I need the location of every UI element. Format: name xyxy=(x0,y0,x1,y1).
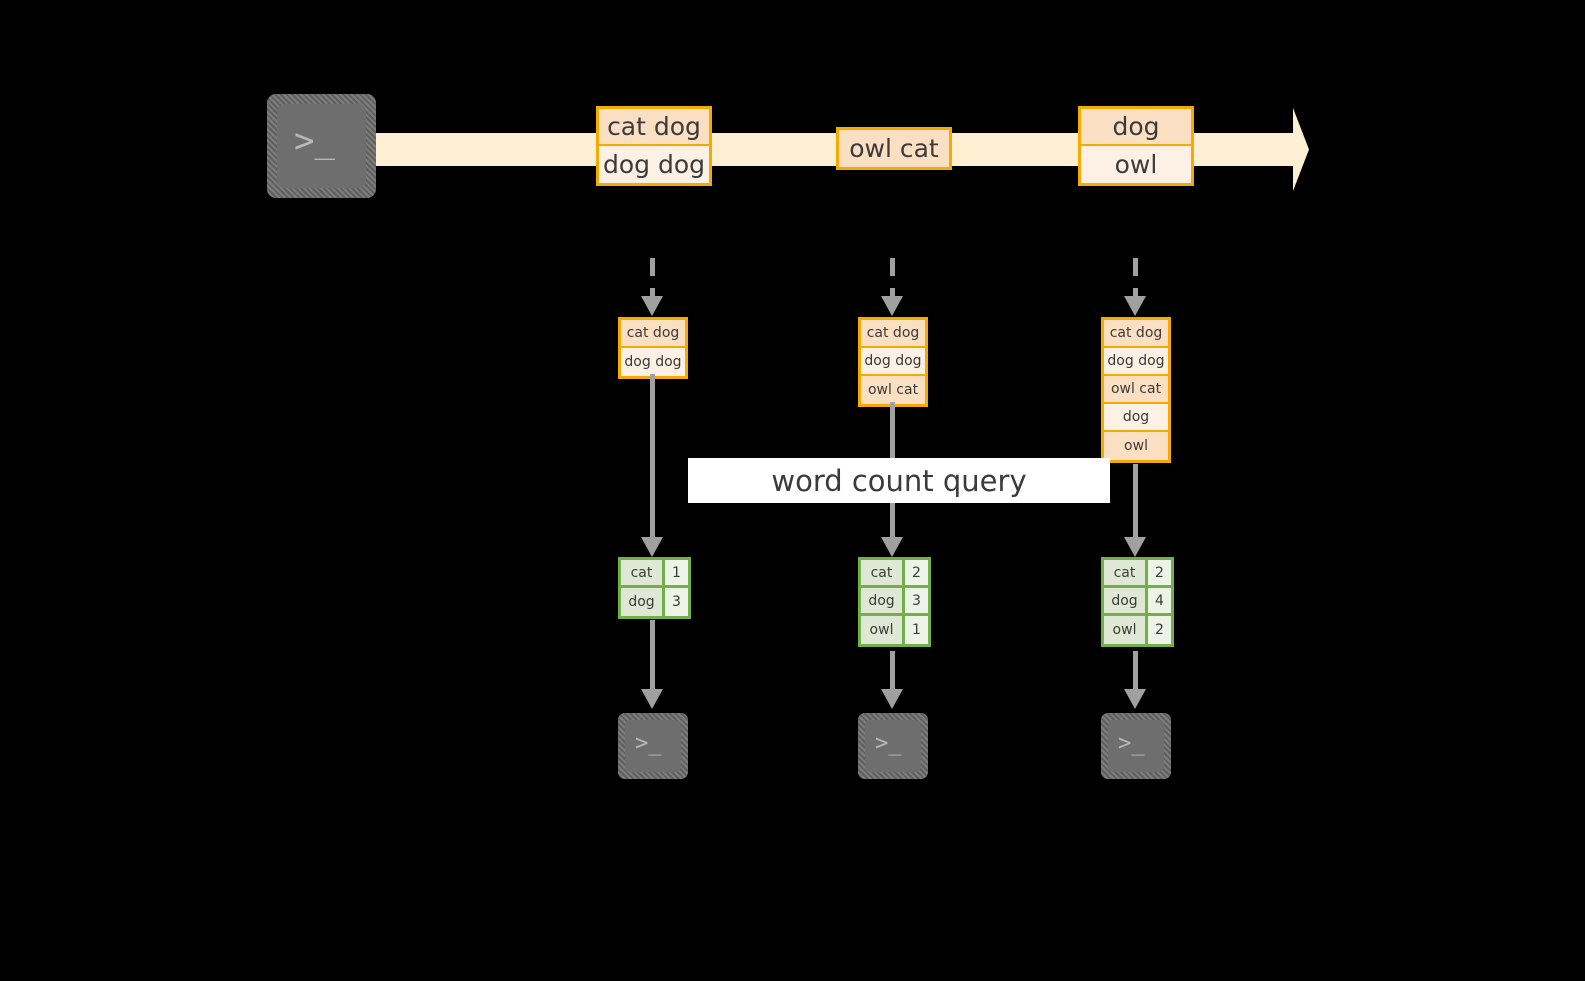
result-word: owl xyxy=(861,616,905,644)
table-row: dog 3 xyxy=(861,588,928,616)
result-word: dog xyxy=(861,588,905,613)
terminal-screen xyxy=(625,720,681,772)
result-to-sink-line xyxy=(1133,651,1138,693)
query-arrow-line xyxy=(1133,464,1138,541)
result-word: dog xyxy=(621,588,665,616)
table-row: owl xyxy=(1104,432,1168,460)
result-word: dog xyxy=(1104,588,1148,613)
result-to-sink-line xyxy=(890,651,895,693)
result-count: 3 xyxy=(905,588,928,613)
sink-terminal-icon-2: >_ xyxy=(858,713,928,779)
terminal-screen xyxy=(865,720,921,772)
sink-terminal-icon-3: >_ xyxy=(1101,713,1171,779)
table-row: dog dog xyxy=(1104,348,1168,376)
terminal-prompt-label: >_ xyxy=(875,731,902,756)
table-row: dog 3 xyxy=(621,588,688,616)
terminal-prompt-label: >_ xyxy=(294,121,335,161)
table-row: owl 2 xyxy=(1104,616,1171,644)
snapshot-3-input-table: cat dog dog dog owl cat dog owl xyxy=(1101,317,1171,463)
arrowhead-icon xyxy=(881,537,903,557)
stream-record: owl cat xyxy=(839,130,949,167)
table-row: cat 2 xyxy=(861,560,928,588)
table-row: dog dog xyxy=(621,348,685,376)
snapshot-3-result-table: cat 2 dog 4 owl 2 xyxy=(1101,557,1174,647)
stream-batch-2: owl cat xyxy=(836,127,952,170)
snapshot-1-result-table: cat 1 dog 3 xyxy=(618,557,691,619)
arrowhead-icon xyxy=(641,296,663,316)
table-row: owl cat xyxy=(1104,376,1168,404)
result-to-sink-line xyxy=(650,620,655,693)
snapshot-2-result-table: cat 2 dog 3 owl 1 xyxy=(858,557,931,647)
table-row: dog 4 xyxy=(1104,588,1171,616)
terminal-screen xyxy=(277,104,366,188)
source-terminal-icon: >_ xyxy=(267,94,376,198)
query-label: word count query xyxy=(688,458,1110,503)
result-count: 2 xyxy=(1148,616,1171,644)
result-word: cat xyxy=(621,560,665,585)
stream-record: cat dog xyxy=(599,109,709,146)
stream-to-snapshot-dashed-line xyxy=(890,258,895,300)
stream-record: owl xyxy=(1081,146,1191,183)
snapshot-2-input-table: cat dog dog dog owl cat xyxy=(858,317,928,407)
table-row: dog xyxy=(1104,404,1168,432)
stream-batch-3: dog owl xyxy=(1078,106,1194,186)
result-word: cat xyxy=(1104,560,1148,585)
arrowhead-icon xyxy=(881,296,903,316)
result-count: 4 xyxy=(1148,588,1171,613)
stream-record: dog xyxy=(1081,109,1191,146)
result-word: owl xyxy=(1104,616,1148,644)
stream-record: dog dog xyxy=(599,146,709,183)
result-word: cat xyxy=(861,560,905,585)
sink-terminal-icon-1: >_ xyxy=(618,713,688,779)
arrowhead-icon xyxy=(881,689,903,709)
stream-to-snapshot-dashed-line xyxy=(1133,258,1138,300)
table-row: cat dog xyxy=(1104,320,1168,348)
snapshot-1-input-table: cat dog dog dog xyxy=(618,317,688,379)
table-row: owl 1 xyxy=(861,616,928,644)
result-count: 3 xyxy=(665,588,688,616)
right-arrow-icon xyxy=(1275,108,1309,191)
table-row: cat dog xyxy=(861,320,925,348)
arrowhead-icon xyxy=(1124,689,1146,709)
table-row: owl cat xyxy=(861,376,925,404)
arrowhead-icon xyxy=(1124,296,1146,316)
terminal-prompt-label: >_ xyxy=(635,731,662,756)
query-arrow-line xyxy=(650,374,655,541)
stream-batch-1: cat dog dog dog xyxy=(596,106,712,186)
result-count: 2 xyxy=(905,560,928,585)
result-count: 1 xyxy=(665,560,688,585)
arrowhead-icon xyxy=(641,537,663,557)
table-row: cat 1 xyxy=(621,560,688,588)
arrowhead-icon xyxy=(1124,537,1146,557)
stream-to-snapshot-dashed-line xyxy=(650,258,655,300)
terminal-screen xyxy=(1108,720,1164,772)
table-row: cat dog xyxy=(621,320,685,348)
result-count: 1 xyxy=(905,616,928,644)
terminal-prompt-label: >_ xyxy=(1118,731,1145,756)
table-row: cat 2 xyxy=(1104,560,1171,588)
result-count: 2 xyxy=(1148,560,1171,585)
arrowhead-icon xyxy=(641,689,663,709)
table-row: dog dog xyxy=(861,348,925,376)
